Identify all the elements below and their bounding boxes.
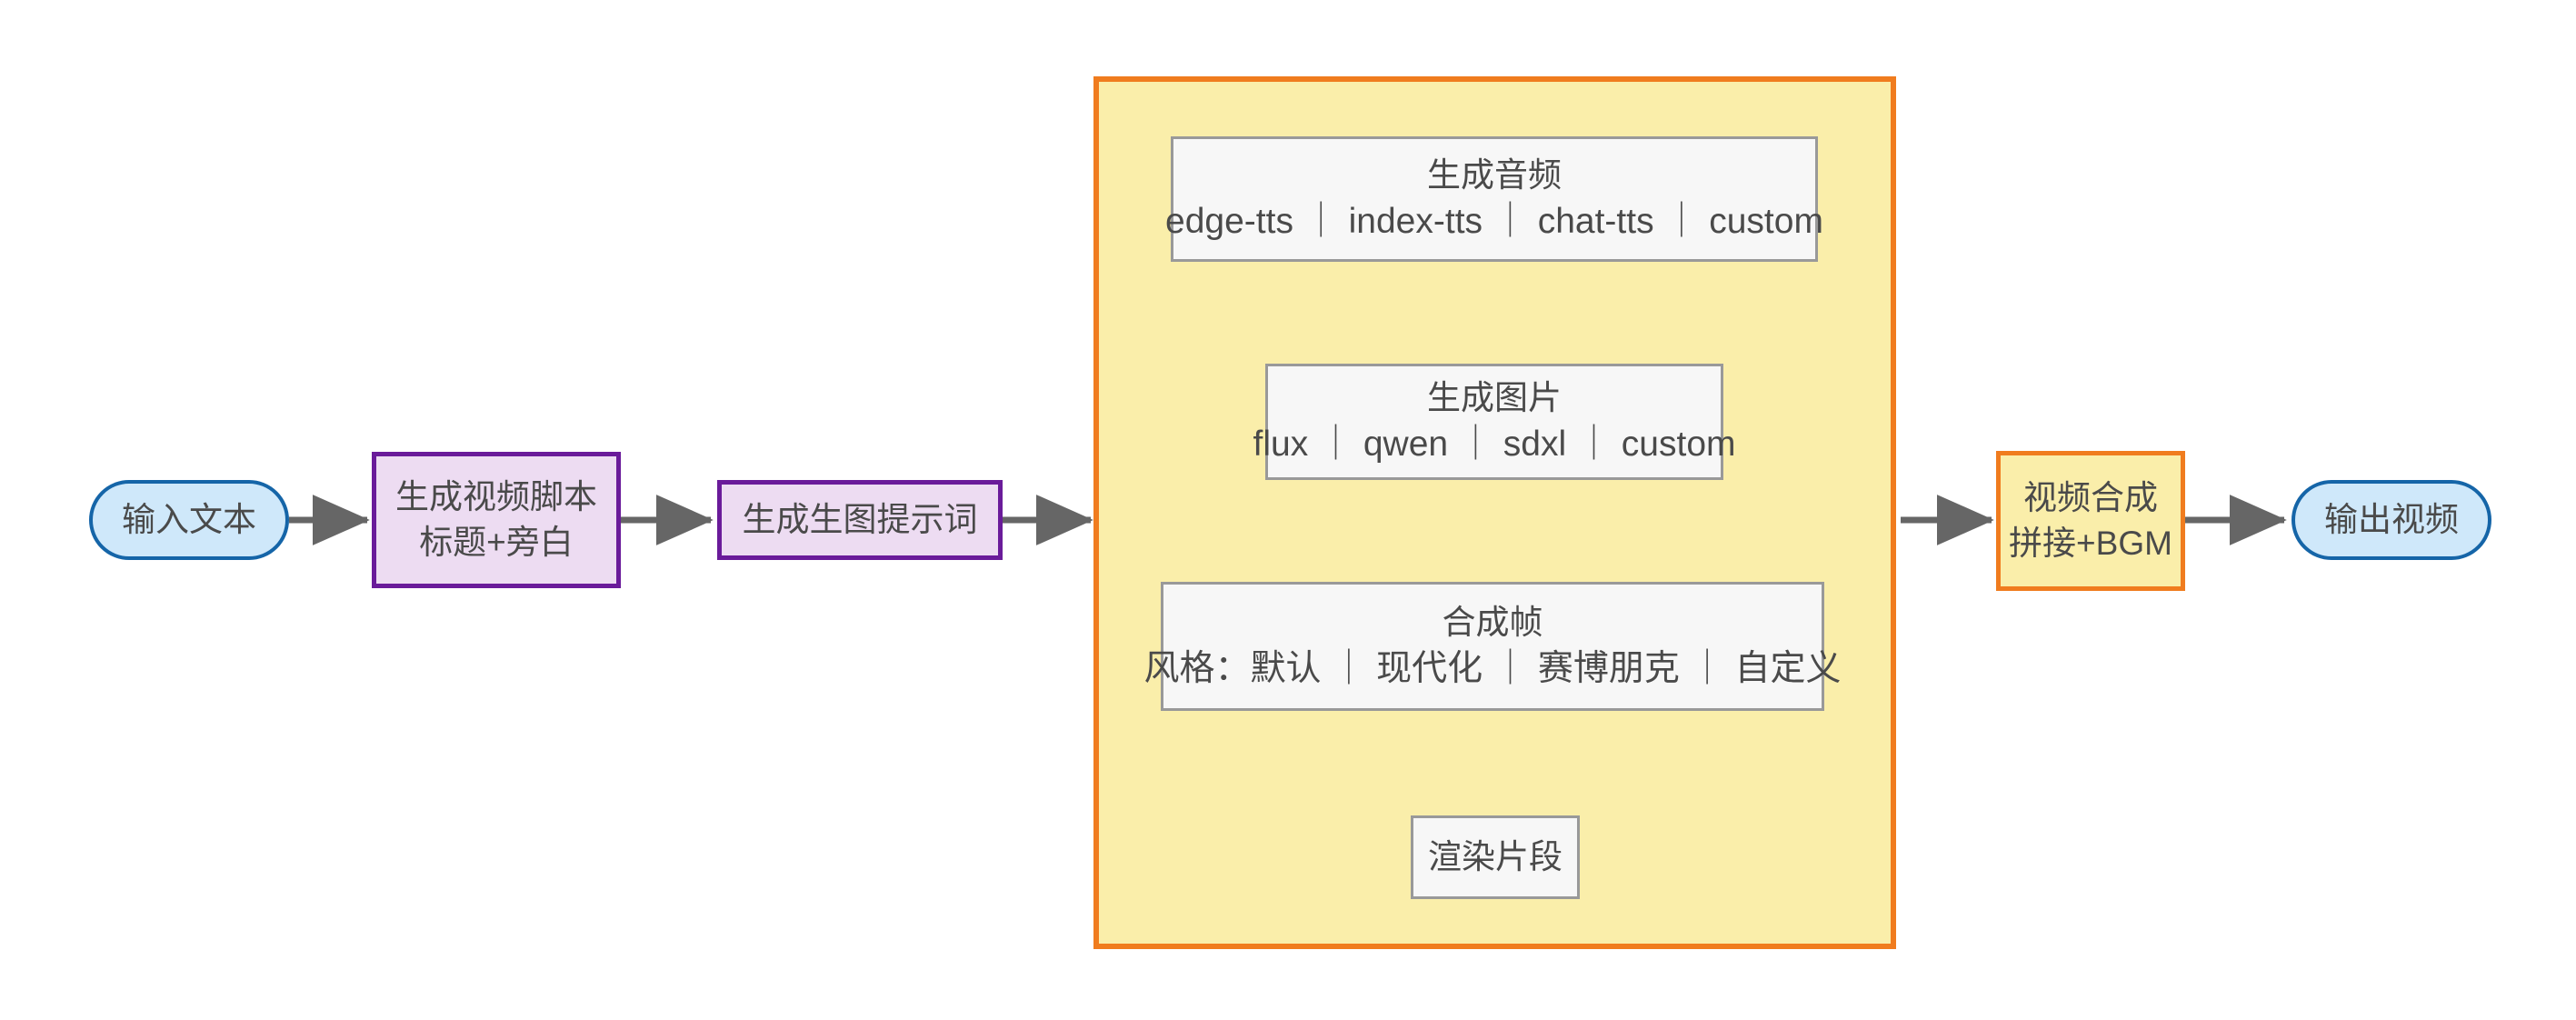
node-generate-script-line-2: 标题+旁白 [419, 524, 574, 561]
node-generate-image-title: 生成图片 [1427, 379, 1562, 417]
node-generate-image-prompt[interactable]: 生成生图提示词 [717, 480, 1003, 560]
node-generate-image-prompt-line-1: 生成生图提示词 [742, 501, 978, 539]
node-compose-frame-title: 合成帧 [1442, 604, 1543, 642]
node-render-clip-line-1: 渲染片段 [1428, 838, 1563, 876]
node-render-clip[interactable]: 渲染片段 [1411, 815, 1580, 899]
node-video-compose-line-2: 拼接+BGM [2009, 525, 2172, 562]
node-generate-audio[interactable]: 生成音频 edge-tts ｜ index-tts ｜ chat-tts ｜ c… [1165, 136, 1823, 262]
node-generate-image[interactable]: 生成图片 flux ｜ qwen ｜ sdxl ｜ custom [1253, 364, 1736, 480]
node-output-video-line-1: 输出视频 [2324, 501, 2459, 539]
node-compose-frame-options: 风格：默认 ｜ 现代化 ｜ 赛博朋克 ｜ 自定义 [1143, 648, 1842, 688]
node-video-compose-line-1: 视频合成 [2023, 479, 2158, 517]
node-compose-frame[interactable]: 合成帧 风格：默认 ｜ 现代化 ｜ 赛博朋克 ｜ 自定义 [1144, 582, 1842, 711]
node-generate-audio-options: edge-tts ｜ index-tts ｜ chat-tts ｜ custom [1165, 201, 1823, 241]
node-generate-script-line-1: 生成视频脚本 [395, 478, 597, 516]
node-output-video[interactable]: 输出视频 [2291, 480, 2491, 560]
node-video-compose[interactable]: 视频合成 拼接+BGM [1996, 451, 2185, 591]
node-input-text-line-1: 输入文本 [122, 501, 256, 539]
node-generate-script[interactable]: 生成视频脚本 标题+旁白 [372, 452, 621, 588]
node-generate-image-options: flux ｜ qwen ｜ sdxl ｜ custom [1253, 424, 1736, 464]
node-generate-audio-title: 生成音频 [1427, 156, 1562, 195]
node-input-text[interactable]: 输入文本 [89, 480, 289, 560]
